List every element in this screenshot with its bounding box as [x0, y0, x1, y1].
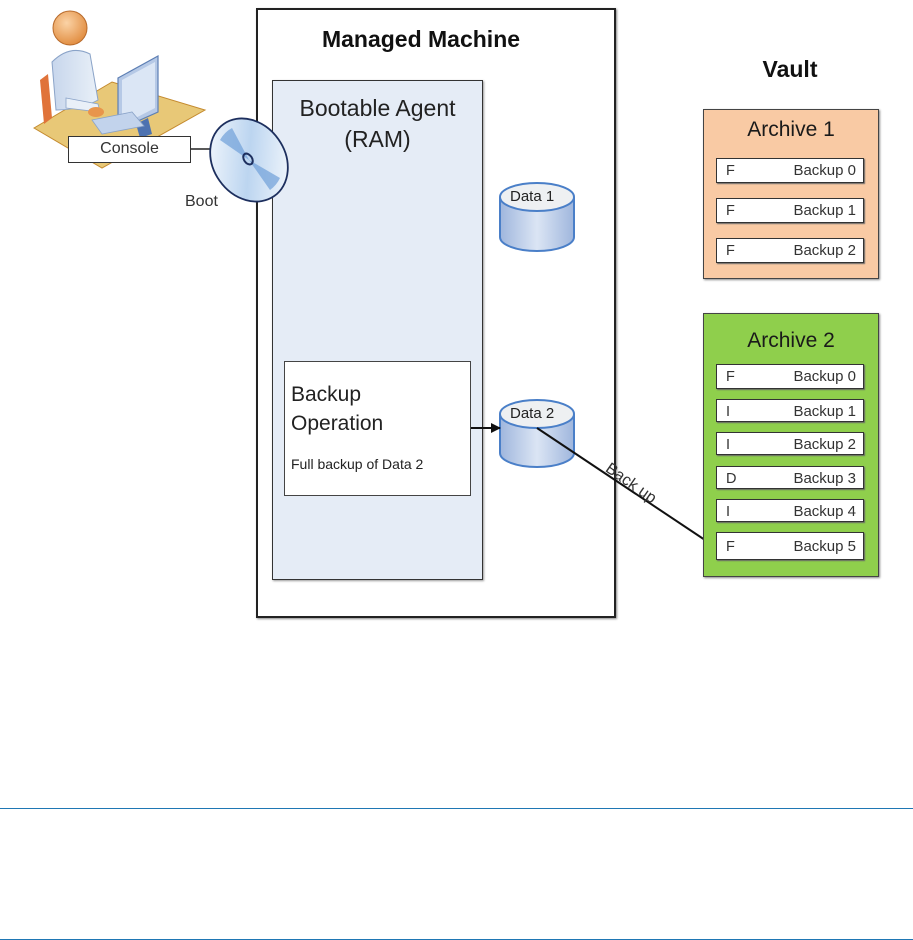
bootable-agent-title-line1: Bootable Agent	[299, 95, 456, 121]
backup-type: F	[726, 539, 735, 555]
backup-name: Backup 3	[793, 470, 856, 487]
backup-name: Backup 2	[793, 242, 856, 259]
backup-type: D	[726, 471, 737, 487]
data2-disk-icon	[499, 399, 575, 468]
archive-1-backup-item: F Backup 2	[716, 238, 864, 263]
managed-machine-title: Managed Machine	[321, 26, 521, 52]
backup-operation-box	[284, 361, 471, 496]
boot-label: Boot	[185, 193, 218, 210]
data1-label: Data 1	[510, 188, 555, 205]
bootable-agent-box	[272, 80, 483, 580]
backup-type: F	[726, 243, 735, 259]
vault-title: Vault	[762, 56, 818, 82]
boot-disc-icon	[209, 117, 289, 203]
backup-name: Backup 0	[793, 162, 856, 179]
archive-2-backup-item: I Backup 4	[716, 499, 864, 522]
archive-2-backup-item: F Backup 5	[716, 532, 864, 560]
backup-type: I	[726, 504, 731, 520]
archive-1-title: Archive 1	[747, 118, 835, 141]
bootable-agent-title: Bootable Agent (RAM)	[272, 93, 483, 155]
backup-operation-title-line2: Operation	[291, 412, 384, 435]
archive-1-backup-item: F Backup 0	[716, 158, 864, 183]
backup-type: F	[726, 369, 735, 385]
archive-2-backup-item: D Backup 3	[716, 466, 864, 489]
backup-name: Backup 4	[793, 503, 856, 520]
archive-1-backup-item: F Backup 1	[716, 198, 864, 223]
archive-2-backup-item: I Backup 2	[716, 432, 864, 455]
backup-operation-title: Backup Operation	[291, 380, 383, 438]
data2-label: Data 2	[510, 405, 555, 422]
archive-2-backup-item: I Backup 1	[716, 399, 864, 422]
data1-disk-icon	[499, 182, 575, 252]
backup-arrow	[536, 427, 715, 547]
backup-name: Backup 1	[793, 202, 856, 219]
archive-2-backup-item: F Backup 0	[716, 364, 864, 389]
backup-operation-title-line1: Backup	[291, 383, 362, 406]
backup-name: Backup 2	[793, 436, 856, 453]
backup-type: I	[726, 404, 731, 420]
backup-name: Backup 5	[793, 538, 856, 555]
bootable-agent-title-line2: (RAM)	[344, 126, 411, 152]
backup-type: I	[726, 437, 731, 453]
backup-name: Backup 0	[793, 368, 856, 385]
console-label-box: Console	[68, 136, 191, 163]
horizontal-rule-top	[0, 808, 913, 809]
backup-type: F	[726, 163, 735, 179]
backup-name: Backup 1	[793, 403, 856, 420]
backup-operation-subtitle: Full backup of Data 2	[291, 456, 424, 472]
backup-type: F	[726, 203, 735, 219]
archive-2-title: Archive 2	[747, 329, 835, 352]
